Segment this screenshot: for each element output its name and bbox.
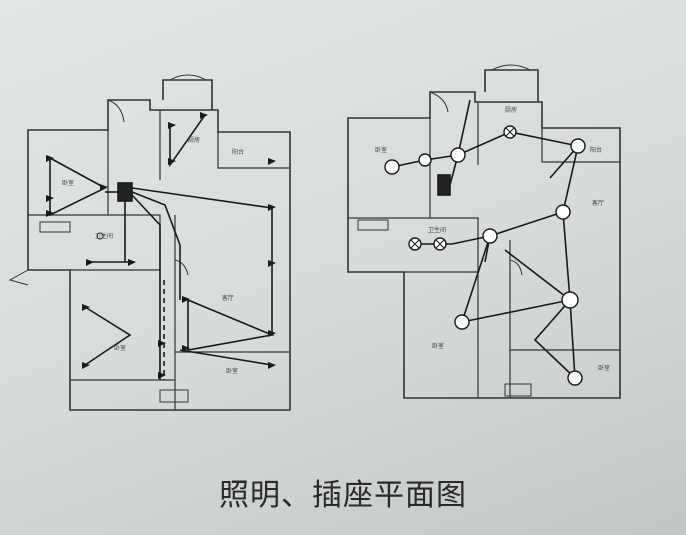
right-floor-plan [347, 64, 621, 399]
room-label: 客厅 [222, 294, 234, 302]
left-distribution-box [117, 182, 133, 202]
left-plan-fixtures [39, 221, 189, 403]
drawing-caption: 照明、插座平面图 [219, 478, 467, 513]
room-label: 卧室 [375, 146, 387, 154]
room-label: 阳台 [590, 146, 602, 154]
room-label: 卧室 [432, 342, 444, 350]
left-plan-interior-walls [28, 110, 290, 410]
left-floor-plan [8, 74, 291, 411]
right-plan-wiring [384, 99, 586, 386]
room-label: 客厅 [592, 199, 604, 207]
left-plan-wiring [46, 112, 276, 380]
room-label: 卧室 [114, 344, 126, 352]
room-label: 厨房 [188, 136, 200, 144]
room-label: 阳台 [232, 148, 244, 156]
room-label: 厨房 [505, 106, 517, 114]
right-plan-interior-walls [348, 102, 620, 398]
right-plan-outer-wall [347, 91, 621, 399]
right-distribution-box [437, 174, 451, 196]
right-plan-room-labels: 卧室 厨房 阳台 客厅 卫生间 卧室 卧室 [375, 106, 610, 372]
left-plan-balcony-top [162, 79, 213, 110]
right-plan-fixtures [357, 219, 532, 397]
left-plan-outer-wall [27, 99, 291, 411]
left-plan-room-labels: 卧室 厨房 客厅 卫生间 阳台 卧室 卧室 [62, 136, 244, 375]
room-label: 卫生间 [95, 232, 113, 240]
room-label: 卧室 [598, 364, 610, 372]
room-label: 卧室 [62, 179, 74, 187]
room-label: 卧室 [226, 367, 238, 375]
room-label: 卫生间 [428, 226, 446, 234]
